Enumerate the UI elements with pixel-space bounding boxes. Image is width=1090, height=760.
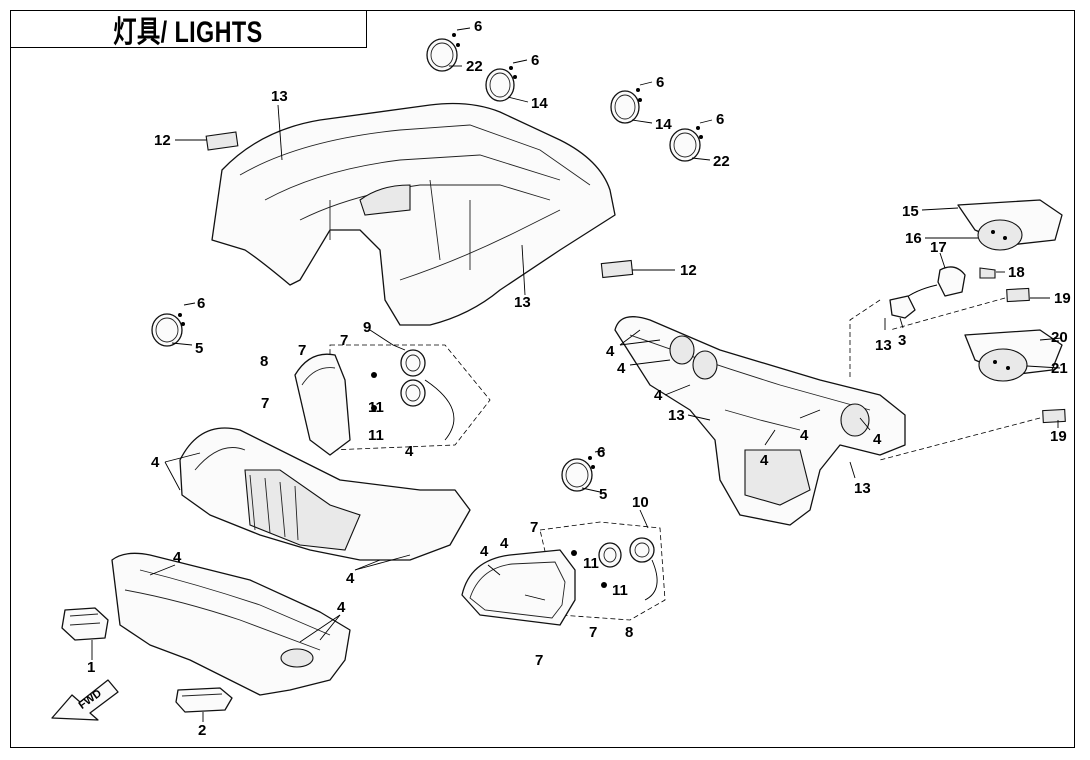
callout: 5: [599, 486, 607, 503]
callout: 7: [298, 342, 306, 359]
callout: 3: [898, 332, 906, 349]
callout: 4: [606, 343, 615, 360]
reflector-22-top: [426, 38, 458, 72]
callout: 7: [530, 519, 538, 536]
callout: 11: [368, 399, 384, 416]
callout: 4: [480, 543, 489, 560]
callout: 4: [617, 360, 626, 377]
reflector-14-left: [485, 68, 515, 102]
callout: 14: [655, 116, 672, 133]
callout: 8: [260, 353, 268, 370]
callout: 13: [514, 294, 531, 311]
callout: 2: [198, 722, 206, 739]
callout: 17: [930, 239, 947, 256]
callout: 7: [535, 652, 543, 669]
tail-lamp-15-16: [957, 199, 1063, 251]
bracket-3: [889, 295, 916, 319]
callout: 11: [583, 555, 599, 572]
callout: 13: [668, 407, 685, 424]
callout: 4: [337, 599, 346, 616]
callout: 10: [632, 494, 649, 511]
callout: 13: [271, 88, 288, 105]
callout: 21: [1051, 360, 1068, 377]
alignment-lines: [849, 297, 1041, 461]
callout: 4: [346, 570, 355, 587]
headlight-assembly-9: [294, 344, 491, 456]
reflector-12-right: [600, 259, 634, 279]
callout: 19: [1054, 290, 1071, 307]
front-grille-cover: [179, 427, 471, 561]
callout-labels: 6 22 6 14 6 14 6 22 13 12 12 13 15 16 17…: [87, 18, 1071, 739]
callout: 6: [656, 74, 664, 91]
tail-lamp-20-21: [964, 329, 1063, 382]
callout: 7: [589, 624, 597, 641]
front-bumper: [111, 552, 351, 696]
callout: 13: [875, 337, 892, 354]
callout: 12: [154, 132, 171, 149]
callout: 19: [1050, 428, 1067, 445]
leader-lines: [91, 27, 1063, 722]
callout: 11: [368, 427, 384, 444]
lamp-socket-17-18: [902, 266, 996, 301]
screws-6: [178, 33, 703, 469]
page-title: 灯具/ LIGHTS: [113, 15, 263, 49]
reflector-12-left: [205, 131, 239, 151]
callout: 6: [597, 444, 605, 461]
reflector-5-center: [561, 458, 593, 492]
callout: 4: [500, 535, 509, 552]
callout: 4: [654, 387, 663, 404]
callout: 18: [1008, 264, 1025, 281]
callout: 4: [800, 427, 809, 444]
callout: 20: [1051, 329, 1068, 346]
reflector-5-left: [151, 313, 183, 347]
callout: 7: [261, 395, 269, 412]
callout: 4: [405, 443, 414, 460]
rear-fender-13: [211, 102, 616, 326]
reflector-22-right: [669, 128, 701, 162]
lamp-2: [175, 687, 233, 713]
callout: 22: [713, 153, 730, 170]
callout: 6: [531, 52, 539, 69]
callout: 7: [340, 332, 348, 349]
callout: 9: [363, 319, 371, 336]
callout: 4: [173, 549, 182, 566]
diagram-frame: [10, 10, 1075, 748]
callout: 13: [854, 480, 871, 497]
callout: 4: [873, 431, 882, 448]
lamp-1: [61, 607, 109, 641]
callout: 15: [902, 203, 919, 220]
callout: 6: [197, 295, 205, 312]
callout: 16: [905, 230, 922, 247]
callout: 8: [625, 624, 633, 641]
callout: 4: [760, 452, 769, 469]
reflector-19-bottom: [1042, 408, 1066, 424]
callout: 12: [680, 262, 697, 279]
rear-body-assembly: [614, 316, 906, 526]
callout: 1: [87, 659, 95, 676]
reflector-14-right: [610, 90, 640, 124]
callout: 6: [716, 111, 724, 128]
callout: 14: [531, 95, 548, 112]
callout: 5: [195, 340, 203, 357]
callout: 6: [474, 18, 482, 35]
callout: 22: [466, 58, 483, 75]
callout: 11: [612, 582, 628, 599]
side-lamp-assembly-10: [461, 521, 666, 626]
callout: 4: [151, 454, 160, 471]
title-box: 灯具/ LIGHTS: [10, 10, 367, 49]
fwd-arrow: FWD: [51, 679, 119, 721]
reflector-19-top: [1006, 287, 1030, 303]
